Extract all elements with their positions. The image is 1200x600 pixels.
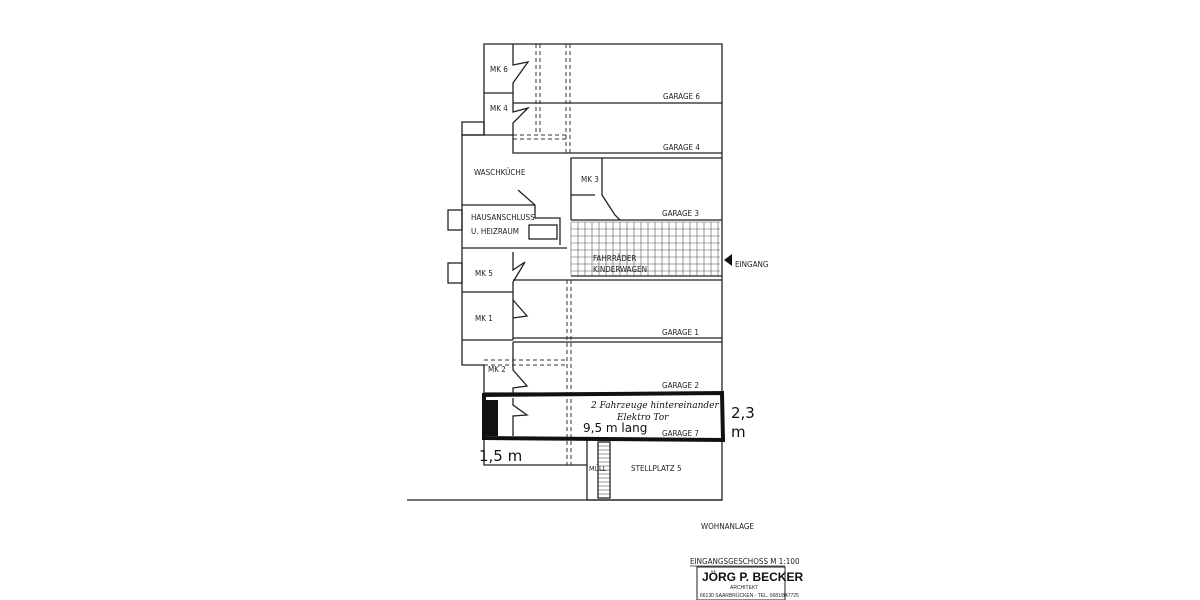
width-annotation-unit: m [731,423,746,441]
depth-annotation: 1,5 m [479,447,522,465]
label-fahrraeder: FAHRRÄDER [593,253,636,263]
architect-stamp [696,566,786,600]
label-eingang: EINGANG [735,260,769,269]
label-mk2: MK 2 [488,365,506,374]
label-kinderwagen: KINDERWAGEN [593,265,647,274]
label-mk1: MK 1 [475,314,493,323]
handwritten-note-gate: Elektro Tor [616,413,669,423]
label-stellplatz5: STELLPLATZ 5 [631,464,682,473]
handwritten-note-vehicles: 2 Fahrzeuge hintereinander [590,401,719,411]
label-waschkueche: WASCHKÜCHE [474,167,526,177]
label-mk6: MK 6 [490,65,508,74]
project-name: WOHNANLAGE [701,522,754,531]
architect-title: ARCHITEKT [730,585,758,591]
stair-hall-grid [570,221,720,276]
label-garage7: GARAGE 7 [662,429,699,438]
label-garage1: GARAGE 1 [662,328,699,337]
garage-7-highlight [482,390,726,443]
architect-address: 66130 SAARBRÜCKEN - TEL. 0681/847725 [700,592,799,599]
width-annotation-value: 2,3 [731,404,755,422]
garbage-grate [597,441,611,499]
label-heizraum: U. HEIZRAUM [471,227,519,236]
dashed-lines [484,44,572,465]
label-garage6: GARAGE 6 [663,92,700,101]
label-garage2: GARAGE 2 [662,381,699,390]
length-annotation: 9,5 m lang [583,421,647,435]
label-mk5: MK 5 [475,269,493,278]
label-garage3: GARAGE 3 [662,209,699,218]
label-garage4: GARAGE 4 [663,143,700,152]
label-mk4: MK 4 [490,104,508,113]
label-muell: MÜLL [589,464,607,473]
label-hausanschluss: HAUSANSCHLUSS - [471,213,540,222]
floor-scale-label: EINGANGSGESCHOSS M 1:100 [690,557,800,566]
architect-name: JÖRG P. BECKER [702,569,803,584]
entrance-arrow-icon [724,254,732,266]
label-mk3: MK 3 [581,175,599,184]
